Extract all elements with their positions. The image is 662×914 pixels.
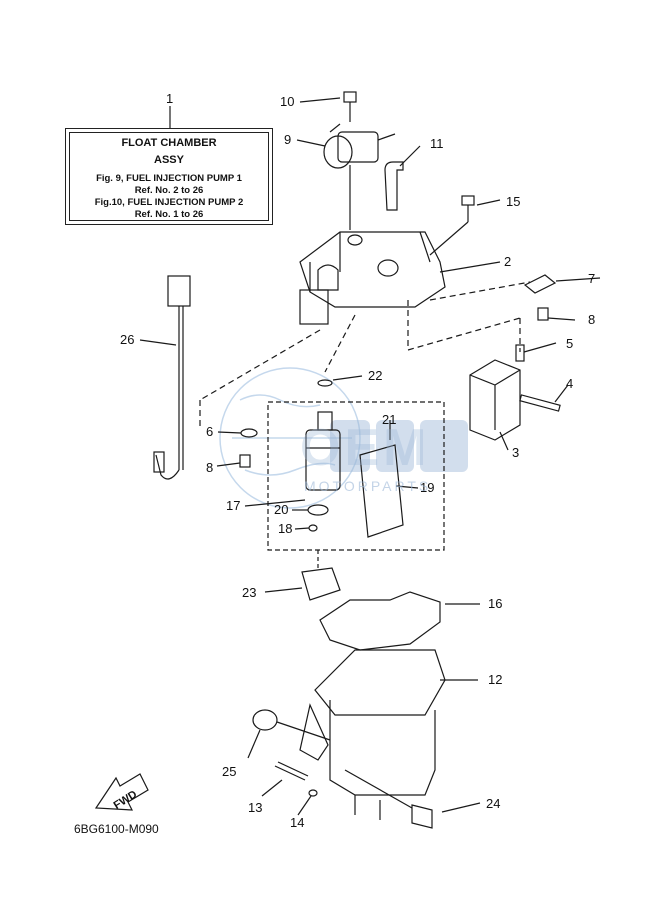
callout-15: 15 [506, 194, 520, 209]
watermark-brand: OEM [300, 419, 431, 477]
ring-14 [297, 789, 318, 816]
screw-8-right [537, 307, 576, 321]
clamp-20 [292, 504, 329, 516]
screw-15 [429, 195, 501, 256]
callout-11: 11 [430, 136, 444, 151]
drawing-code: 6BG6100-M090 [74, 822, 159, 836]
callout-21: 21 [382, 412, 396, 427]
fwd-label: FWD [112, 788, 140, 811]
screw-8-left [216, 454, 251, 468]
watermark-sub: MOTORPARTS [304, 478, 432, 494]
callout-19: 19 [420, 480, 434, 495]
screw-13 [261, 761, 309, 797]
washer-6 [217, 428, 258, 438]
title-line-5: Fig.10, FUEL INJECTION PUMP 2 [94, 197, 244, 208]
fwd-arrow-icon [94, 773, 149, 811]
fitting-11 [384, 145, 421, 211]
title-box-inner-border [69, 132, 269, 221]
pump-assembly-box [267, 401, 445, 551]
valve-5 [515, 342, 557, 362]
washer-18 [294, 524, 318, 532]
callout-8-left: 8 [206, 460, 213, 475]
callout-14: 14 [290, 815, 304, 830]
callout-25: 25 [222, 764, 236, 779]
watermark-globe [219, 367, 361, 509]
clamp-23 [264, 550, 341, 601]
clip-7 [523, 274, 601, 294]
title-box: FLOAT CHAMBER ASSY Fig. 9, FUEL INJECTIO… [65, 128, 273, 225]
callout-23: 23 [242, 585, 256, 600]
bolt-10 [299, 91, 357, 122]
callout-18: 18 [278, 521, 292, 536]
callout-16: 16 [488, 596, 502, 611]
o-ring-22 [317, 375, 363, 387]
callout-22: 22 [368, 368, 382, 383]
title-line-1: FLOAT CHAMBER [121, 137, 217, 149]
callout-1: 1 [166, 91, 173, 106]
callout-8-right: 8 [588, 312, 595, 327]
fitting-24 [344, 769, 481, 829]
callout-7: 7 [588, 271, 595, 286]
callout-3: 3 [512, 445, 519, 460]
callout-26: 26 [120, 332, 134, 347]
title-line-4: Ref. No. 2 to 26 [134, 185, 204, 196]
title-line-2: ASSY [154, 154, 184, 166]
upper-housing-2 [299, 231, 501, 325]
callout-10: 10 [280, 94, 294, 109]
callout-9: 9 [284, 132, 291, 147]
title-line-6: Ref. No. 1 to 26 [134, 209, 204, 220]
float-3 [469, 359, 521, 451]
title-line-3: Fig. 9, FUEL INJECTION PUMP 1 [96, 173, 242, 184]
pressure-regulator-9 [296, 123, 396, 230]
callout-17: 17 [226, 498, 240, 513]
callout-13: 13 [248, 800, 262, 815]
drain-plug-25 [247, 709, 331, 759]
callout-4: 4 [566, 376, 573, 391]
gasket-16 [319, 591, 480, 651]
callout-24: 24 [486, 796, 500, 811]
callout-20: 20 [274, 502, 288, 517]
assembly-lines [199, 281, 531, 430]
callout-2: 2 [504, 254, 511, 269]
callout-5: 5 [566, 336, 573, 351]
filter-19 [359, 444, 419, 538]
pin-4 [519, 384, 569, 412]
callout-6: 6 [206, 424, 213, 439]
fuel-pump-21 [305, 411, 391, 491]
callout-12: 12 [488, 672, 502, 687]
wire-harness-26 [139, 275, 191, 480]
leader-17 [244, 499, 306, 507]
